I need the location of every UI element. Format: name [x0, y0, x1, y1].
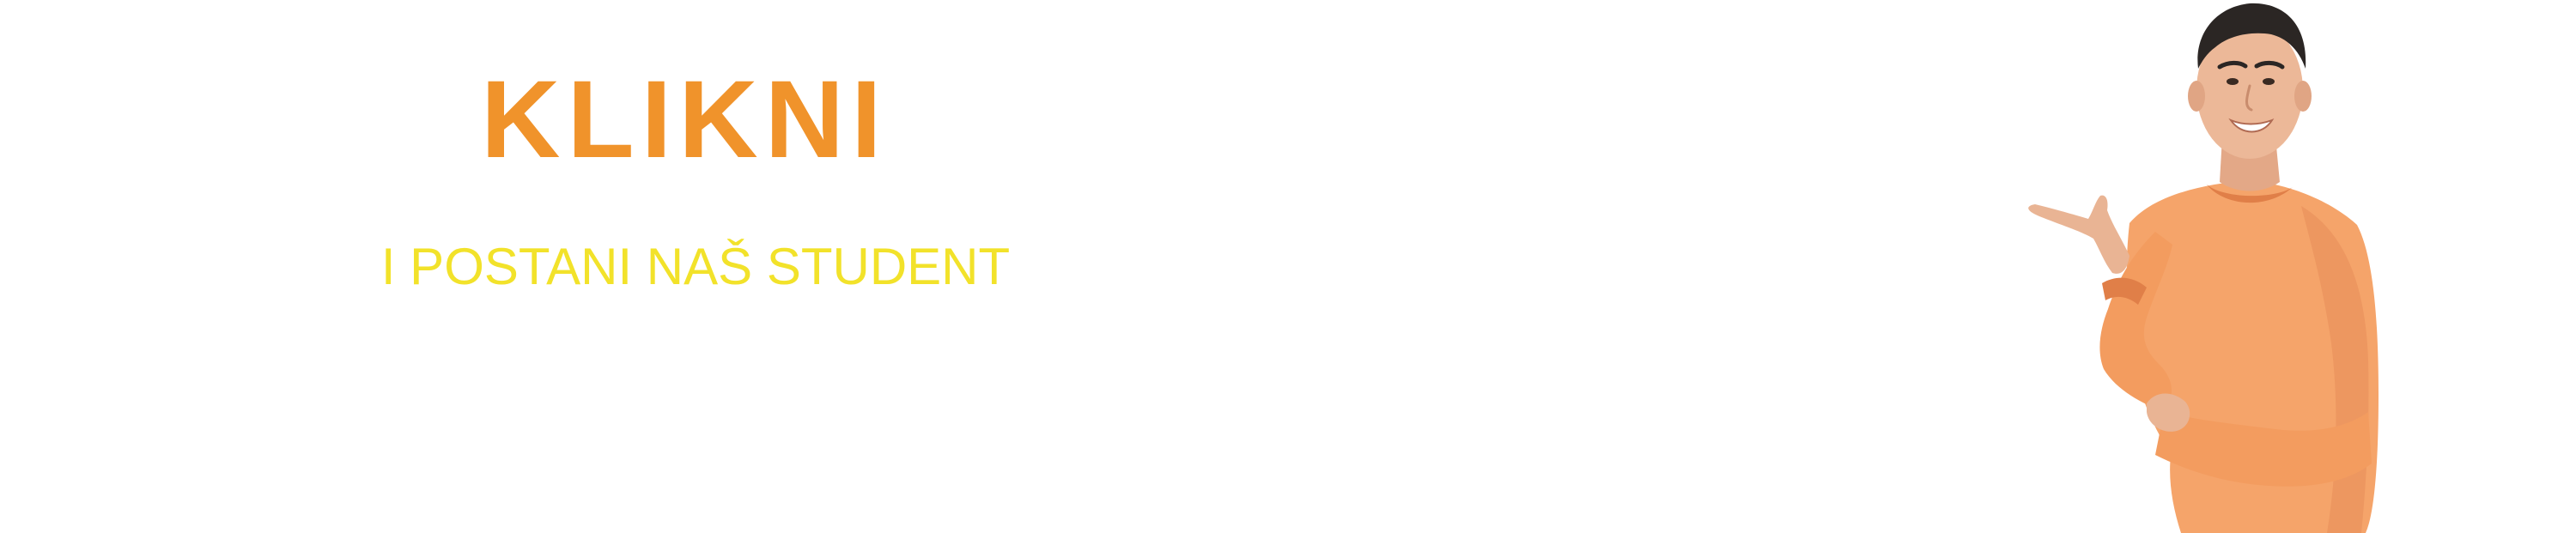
subline-postani-student: I POSTANI NAŠ STUDENT	[380, 238, 1011, 295]
student-pointing-image	[1898, 0, 2413, 533]
cta-link[interactable]: KLIKNI I POSTANI NAŠ STUDENT	[0, 0, 1391, 533]
student-pointing-icon	[2028, 3, 2379, 533]
headline-klikni[interactable]: KLIKNI	[481, 58, 889, 181]
